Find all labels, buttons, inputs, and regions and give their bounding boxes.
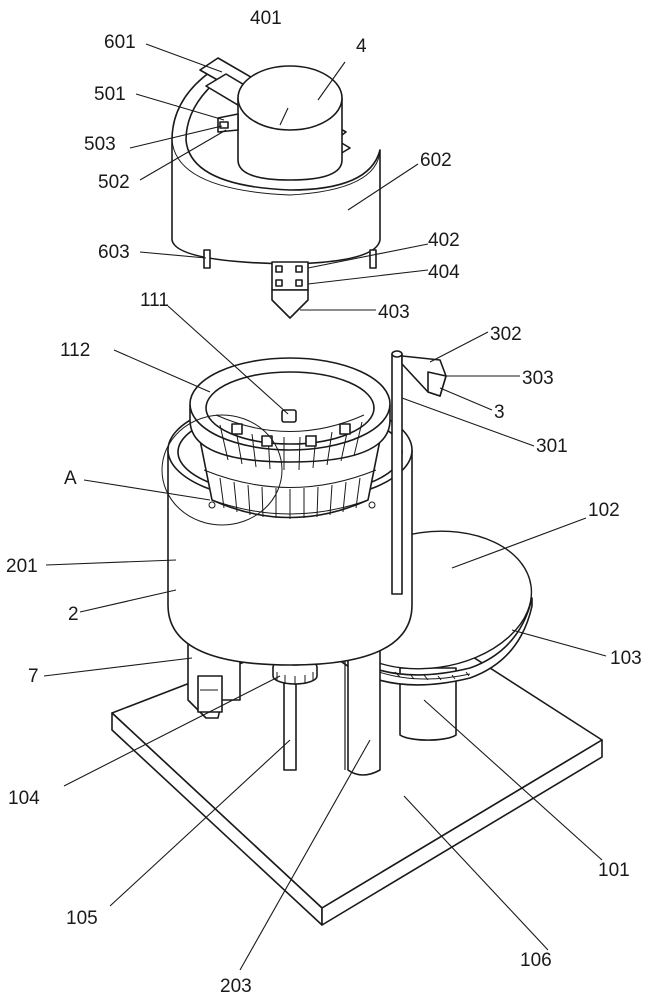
label-3: 3: [494, 402, 505, 423]
label-503: 503: [84, 134, 116, 155]
label-201: 201: [6, 556, 38, 577]
label-402: 402: [428, 230, 460, 251]
spindle: [271, 261, 309, 319]
top-drum: [217, 65, 343, 181]
label-303: 303: [522, 368, 554, 389]
leader-lines: [43, 43, 607, 971]
label-104: 104: [8, 788, 40, 809]
label-101: 101: [598, 860, 630, 881]
label-603: 603: [98, 242, 130, 263]
label-7: 7: [28, 666, 39, 687]
label-a: A: [64, 468, 77, 489]
label-4: 4: [356, 36, 367, 57]
label-403: 403: [378, 302, 410, 323]
filter-ring: [161, 357, 391, 526]
label-102: 102: [588, 500, 620, 521]
label-2: 2: [68, 604, 79, 625]
detail-circle-a: [161, 414, 283, 526]
label-301: 301: [536, 436, 568, 457]
spray-pole: [391, 350, 447, 595]
label-302: 302: [490, 324, 522, 345]
label-103: 103: [610, 648, 642, 669]
label-502: 502: [98, 172, 130, 193]
label-111: 111: [140, 290, 169, 311]
label-203: 203: [220, 976, 252, 997]
label-404: 404: [428, 262, 460, 283]
label-112: 112: [60, 340, 90, 361]
label-106: 106: [520, 950, 552, 971]
label-401: 401: [250, 8, 282, 29]
reference-labels: 401 4 601 501 503 502 602 603 402 404 40…: [6, 8, 642, 997]
label-602: 602: [420, 150, 452, 171]
label-601: 601: [104, 32, 136, 53]
label-501: 501: [94, 84, 126, 105]
label-105: 105: [66, 908, 98, 929]
